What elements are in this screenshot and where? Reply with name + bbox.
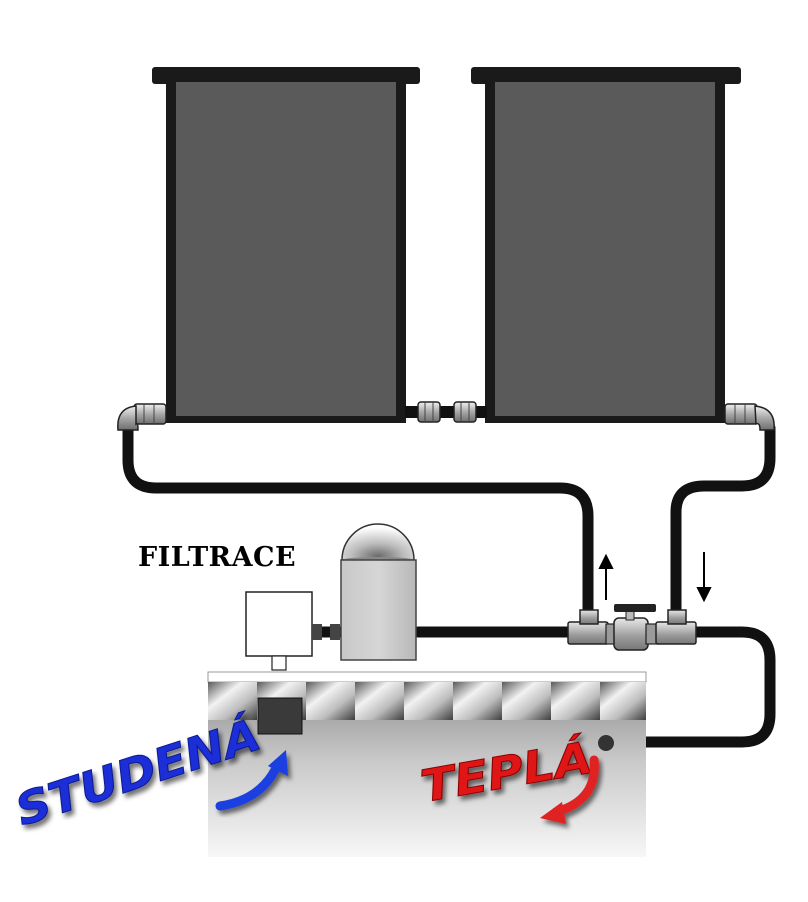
panel-elbow-right — [724, 403, 775, 431]
warm-flow-arrow — [540, 755, 599, 824]
solar-panel-left — [152, 67, 420, 423]
cold-flow-arrow — [215, 750, 288, 811]
ball-valve — [605, 604, 659, 651]
arrow-up-icon — [598, 553, 614, 600]
pool-tile-border — [208, 682, 646, 720]
pump-tank — [340, 523, 417, 661]
filter-unit — [245, 591, 340, 671]
filtration-label: FILTRACE — [138, 542, 296, 573]
panel-elbow-left — [117, 403, 167, 431]
pipes — [122, 422, 776, 748]
tee-fitting-right — [655, 609, 697, 645]
panel-connector-fittings — [405, 401, 487, 423]
arrow-down-icon — [696, 552, 712, 603]
tee-fitting-left — [567, 609, 609, 645]
skimmer-inlet — [257, 697, 303, 735]
return-nozzle — [598, 735, 614, 751]
solar-panel-right — [471, 67, 741, 423]
